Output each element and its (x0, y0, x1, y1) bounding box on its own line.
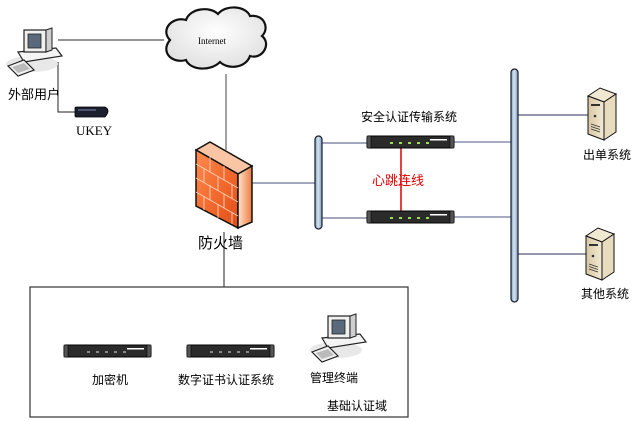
secure-auth-transfer-device-2[interactable] (366, 210, 455, 224)
ca-system-label: 数字证书认证系统 (178, 373, 275, 387)
ca-system-device-icon[interactable] (186, 344, 275, 358)
secure-auth-transfer-device-1[interactable] (366, 135, 455, 149)
internet-label: Internet (198, 36, 226, 46)
links (57, 39, 588, 287)
firewall-icon[interactable] (194, 141, 254, 230)
billing-system-server-icon[interactable] (586, 87, 618, 141)
base-auth-domain-label: 基础认证域 (327, 399, 388, 413)
secure-auth-transfer-label: 安全认证传输系统 (361, 110, 458, 124)
external-user-label: 外部用户 (8, 88, 61, 103)
internet-cloud-icon[interactable] (165, 6, 268, 70)
network-bus-left (314, 135, 323, 230)
firewall-label: 防火墙 (198, 234, 244, 252)
billing-system-label: 出单系统 (583, 148, 632, 162)
external-user-computer-icon[interactable] (6, 27, 64, 77)
ukey-icon[interactable] (74, 106, 109, 118)
management-terminal-computer-icon[interactable] (310, 313, 368, 363)
network-bus-right (510, 68, 519, 303)
other-system-server-icon[interactable] (584, 227, 616, 281)
ukey-label: UKEY (76, 123, 113, 138)
encryptor-label: 加密机 (92, 373, 129, 387)
encryptor-device-icon[interactable] (63, 344, 152, 358)
management-terminal-label: 管理终端 (310, 371, 359, 385)
link-user-ukey (57, 62, 76, 113)
other-system-label: 其他系统 (581, 287, 630, 301)
heartbeat-label: 心跳连线 (372, 174, 425, 189)
base-auth-domain-box (29, 286, 409, 418)
